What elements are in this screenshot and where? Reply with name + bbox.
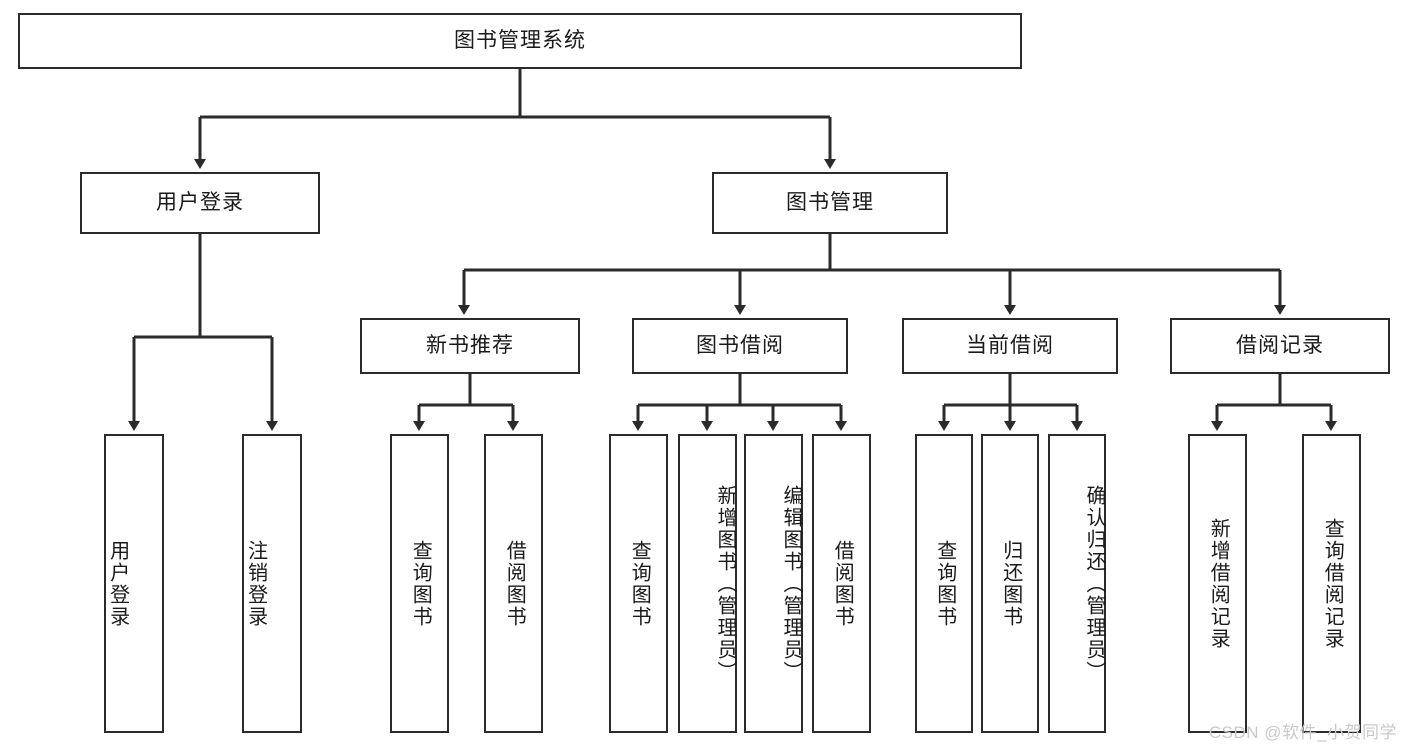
node-label: 查询借阅记录 (1321, 517, 1344, 650)
node-borrow-record: 借阅记录 (1170, 318, 1390, 374)
node-label: 新增借阅记录 (1207, 517, 1230, 650)
node-label: 归还图书 (999, 539, 1022, 628)
node-leaf-return-book: 归还图书 (981, 434, 1039, 733)
node-leaf-add-book: 新增图书（管理员） (678, 434, 737, 733)
node-label: 确认归还（管理员） (1083, 484, 1105, 683)
node-label: 借阅图书 (831, 539, 854, 628)
node-user-login: 用户登录 (80, 172, 320, 234)
node-leaf-user-login: 用户登录 (104, 434, 164, 733)
node-book-borrow: 图书借阅 (632, 318, 848, 374)
node-leaf-query-book-borrow: 查询图书 (609, 434, 668, 733)
node-leaf-borrow-book-rec: 借阅图书 (484, 434, 543, 733)
node-label: 图书借阅 (696, 333, 784, 357)
node-leaf-logout: 注销登录 (242, 434, 302, 733)
node-new-book-rec: 新书推荐 (360, 318, 580, 374)
node-leaf-query-record: 查询借阅记录 (1302, 434, 1361, 733)
node-label: 用户登录 (106, 539, 129, 628)
node-leaf-borrow-book: 借阅图书 (812, 434, 871, 733)
node-label: 查询图书 (409, 539, 432, 628)
node-label: 新增图书（管理员） (714, 484, 736, 683)
watermark-text: CSDN @软件_小贺同学 (1208, 723, 1397, 742)
node-leaf-query-book-rec: 查询图书 (390, 434, 449, 733)
node-label: 查询图书 (933, 539, 956, 628)
node-book-manage: 图书管理 (712, 172, 948, 234)
node-label: 借阅记录 (1236, 333, 1324, 357)
node-leaf-query-book-current: 查询图书 (915, 434, 973, 733)
node-label: 查询图书 (628, 539, 651, 628)
node-label: 用户登录 (156, 190, 244, 214)
node-root: 图书管理系统 (18, 13, 1022, 69)
node-leaf-edit-book: 编辑图书（管理员） (744, 434, 803, 733)
node-label: 编辑图书（管理员） (780, 484, 802, 683)
node-label: 注销登录 (244, 539, 267, 628)
node-label: 当前借阅 (966, 333, 1054, 357)
node-leaf-add-record: 新增借阅记录 (1188, 434, 1247, 733)
node-current-borrow: 当前借阅 (902, 318, 1118, 374)
node-label: 图书管理 (786, 190, 874, 214)
node-label: 图书管理系统 (454, 28, 586, 52)
node-leaf-confirm-return: 确认归还（管理员） (1048, 434, 1106, 733)
node-label: 新书推荐 (426, 333, 514, 357)
node-label: 借阅图书 (503, 539, 526, 628)
